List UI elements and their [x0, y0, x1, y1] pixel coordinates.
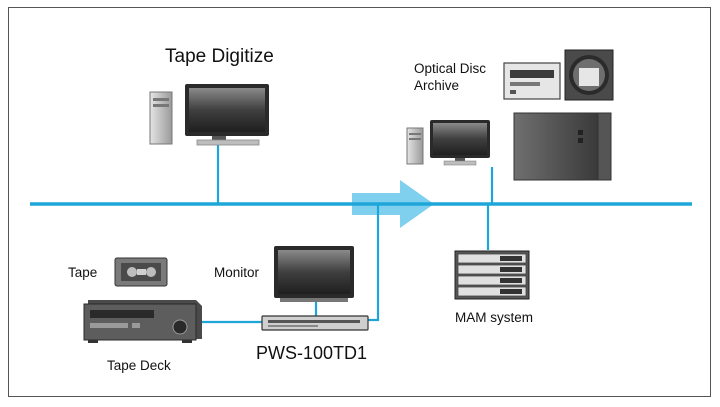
tape-deck-icon	[83, 300, 202, 343]
label-monitor: Monitor	[214, 265, 260, 280]
label-tape-deck: Tape Deck	[107, 358, 171, 373]
label-optical-disc-archive: Optical Disc Archive	[414, 60, 486, 94]
label-mam-system: MAM system	[455, 310, 534, 325]
archive-workstation-icon	[406, 120, 490, 166]
optical-disc-cartridge-icon	[564, 49, 614, 101]
network-lines	[30, 143, 692, 324]
desktop-computer-icon	[149, 84, 269, 146]
tape-cassette-icon	[114, 257, 168, 287]
link-pws	[368, 204, 380, 322]
server-rack-icon	[454, 250, 530, 300]
label-tape-digitize: Tape Digitize	[165, 46, 274, 67]
label-pws: PWS-100TD1	[256, 343, 368, 363]
pws-unit-icon	[261, 315, 369, 331]
label-tape: Tape	[68, 265, 98, 280]
label-optical-disc-archive-line2: Archive	[414, 78, 460, 93]
archive-library-icon	[513, 112, 612, 181]
label-optical-disc-archive-line1: Optical Disc	[414, 61, 487, 76]
diagram-frame	[8, 7, 711, 397]
optical-disc-drive-icon	[503, 62, 561, 100]
monitor-icon	[274, 246, 354, 302]
